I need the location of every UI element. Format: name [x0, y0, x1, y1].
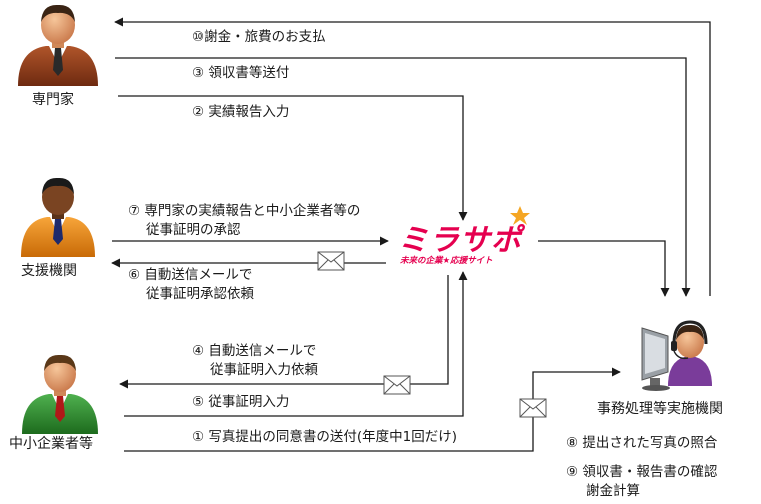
arrow-step5	[124, 271, 468, 417]
logo-star-icon	[510, 206, 530, 225]
sme-person-icon	[22, 354, 98, 434]
step4-label-line1: ④ 自動送信メールで	[192, 343, 317, 359]
office-label: 事務処理等実施機関	[597, 401, 723, 417]
support-person-icon	[21, 177, 95, 257]
step1-label: ① 写真提出の同意書の送付(年度中1回だけ)	[192, 429, 458, 445]
mail-icon	[317, 251, 345, 271]
support-label: 支援機関	[21, 263, 77, 279]
step9-label-line1: ⑨ 領収書・報告書の確認	[566, 464, 718, 480]
step3-label: ③ 領収書等送付	[192, 65, 290, 81]
mirasapo-logo-tagline: 未来の企業★応援サイト	[400, 255, 493, 266]
step10-label: ⑩謝金・旅費のお支払	[192, 29, 326, 45]
step7-label-line1: ⑦ 専門家の実績報告と中小企業者等の	[128, 203, 361, 219]
expert-person-icon	[18, 4, 98, 86]
arrow-step2	[118, 95, 468, 221]
arrow-step3	[115, 57, 691, 297]
mail-icon	[519, 398, 547, 418]
mail-icon	[383, 375, 411, 395]
step5-label: ⑤ 従事証明入力	[192, 394, 290, 410]
expert-label: 専門家	[32, 92, 74, 108]
mirasapo-logo-name: ミラサポ	[398, 223, 526, 258]
step4-label-line2: 従事証明入力依頼	[210, 362, 318, 378]
arrow-mirasapo-office	[538, 240, 670, 297]
step6-label-line2: 従事証明承認依頼	[146, 286, 254, 302]
arrow-step10	[114, 17, 711, 296]
step6-label-line1: ⑥ 自動送信メールで	[128, 267, 253, 283]
arrow-step4	[119, 275, 449, 389]
mirasapo-logo: ミラサポ 未来の企業★応援サイト	[398, 206, 530, 266]
step7-label-line2: 従事証明の承認	[146, 222, 241, 238]
step2-label: ② 実績報告入力	[192, 104, 290, 120]
operator-icon	[641, 320, 712, 391]
sme-label: 中小企業者等	[9, 436, 93, 452]
step9-label-line2: 謝金計算	[586, 483, 640, 499]
step8-label: ⑧ 提出された写真の照合	[566, 435, 718, 451]
